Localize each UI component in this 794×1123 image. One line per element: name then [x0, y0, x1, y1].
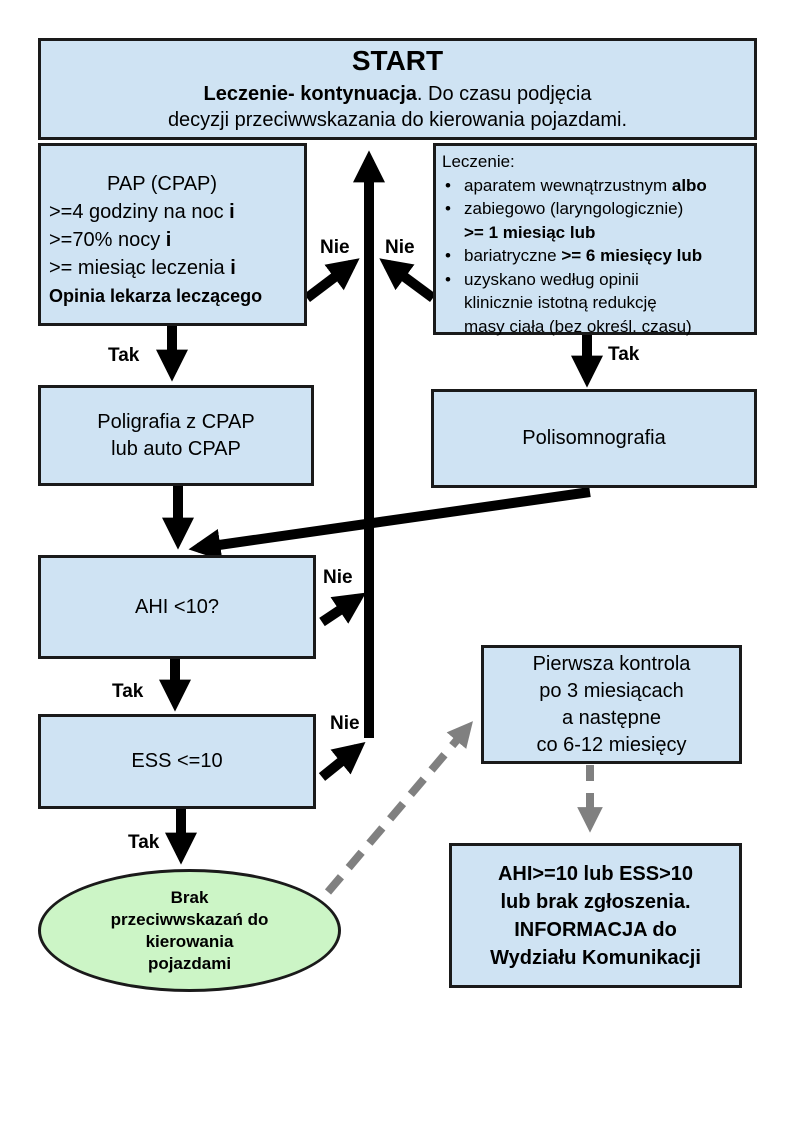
treatment-item-surgical: zabiegowo (laryngologicznie) >= 1 miesiąc… — [442, 197, 754, 244]
info-line3: INFORMACJA do — [514, 918, 677, 941]
pap-box: PAP (CPAP) >=4 godziny na noc i >=70% no… — [38, 143, 307, 326]
start-box: START Leczenie- kontynuacja. Do czasu po… — [38, 38, 757, 140]
notify-department-box: AHI>=10 lub ESS>10 lub brak zgłoszenia. … — [449, 843, 742, 988]
treatment-list: aparatem wewnątrzustnym albo zabiegowo (… — [442, 174, 754, 339]
control-line2: po 3 miesiącach — [539, 679, 684, 702]
pap-line2-and: i — [229, 201, 235, 223]
treatment-item-oral-bold: albo — [671, 175, 707, 195]
pap-line2-text: >=4 godziny na noc — [49, 201, 230, 223]
oval-line4: pojazdami — [147, 953, 232, 973]
start-line2: decyzji przeciwwskazania do kierowania p… — [167, 109, 628, 131]
start-title: START — [351, 45, 444, 76]
polygraphy-box: Poligrafia z CPAP lub auto CPAP — [38, 385, 314, 486]
treatment-yes-label: Tak — [608, 344, 640, 365]
ahi-box: AHI <10? — [38, 555, 316, 659]
control-line1: Pierwsza kontrola — [532, 652, 691, 675]
treatment-item-surgical-bold: >= 1 miesiąc lub — [464, 222, 596, 242]
oval-line3: kierowania — [145, 931, 234, 951]
pap-line4: >= miesiąc leczenia i — [49, 254, 304, 282]
control-line3: a następne — [562, 706, 661, 729]
treatment-item-weight-line3: masy ciała (bez określ. czasu) — [464, 316, 692, 336]
polygraphy-line1: Poligrafia z CPAP — [97, 410, 255, 433]
treatment-header: Leczenie: — [442, 152, 515, 171]
treatment-item-weight-line1: uzyskano według opinii — [464, 269, 639, 289]
ahi-yes-label: Tak — [112, 681, 144, 702]
polygraphy-line2: lub auto CPAP — [111, 437, 241, 460]
pap-no-label: Nie — [320, 237, 350, 258]
ahi-no-label: Nie — [323, 567, 353, 588]
treatment-box: Leczenie: aparatem wewnątrzustnym albo z… — [433, 143, 757, 336]
ess-no-arrow — [318, 741, 366, 781]
start-line1-rest: . Do czasu podjęcia — [416, 83, 592, 105]
pap-line1: PAP (CPAP) — [107, 173, 218, 195]
treatment-item-bariatric-text: bariatryczne — [464, 246, 562, 265]
treatment-item-oral-text: aparatem wewnątrzustnym — [464, 175, 672, 195]
pap-yes-label: Tak — [108, 345, 140, 366]
oval-to-control-dashed-arrow — [324, 721, 473, 895]
treatment-item-bariatric-bold: >= 6 miesięcy lub — [561, 246, 703, 265]
ess-box: ESS <=10 — [38, 714, 316, 809]
ess-yes-label: Tak — [128, 832, 160, 853]
oval-line2: przeciwwskazań do — [110, 909, 269, 929]
psg-to-ahi-arrow — [188, 487, 591, 561]
pap-line4-text: >= miesiąc leczenia — [49, 257, 231, 279]
pap-no-arrow — [303, 258, 360, 302]
info-line4: Wydziału Komunikacji — [490, 946, 701, 969]
start-line1: Leczenie- kontynuacja. Do czasu podjęcia — [204, 81, 592, 107]
no-contraindications-oval: Brak przeciwwskazań do kierowania pojazd… — [38, 869, 341, 992]
polysomnography-box: Polisomnografia — [431, 389, 757, 488]
oval-line1: Brak — [170, 887, 209, 907]
pap-line3: >=70% nocy i — [49, 226, 304, 254]
treatment-item-weight: uzyskano według opinii klinicznie istotn… — [442, 268, 754, 339]
treatment-item-bariatric: bariatryczne >= 6 miesięcy lub — [442, 244, 754, 268]
pap-line2: >=4 godziny na noc i — [49, 198, 304, 226]
polysomnography-label: Polisomnografia — [522, 427, 666, 449]
ahi-no-arrow — [319, 592, 366, 627]
treatment-item-surgical-text: zabiegowo (laryngologicznie) — [464, 199, 684, 218]
treatment-no-arrow — [379, 258, 436, 303]
pap-line5: Opinia lekarza leczącego — [49, 282, 304, 310]
treatment-no-label: Nie — [385, 237, 415, 258]
pap-line3-and: i — [165, 229, 172, 251]
start-line1-bold: Leczenie- kontynuacja — [203, 83, 417, 105]
pap-line3-text: >=70% nocy — [49, 229, 166, 251]
ess-no-label: Nie — [330, 713, 360, 734]
ess-label: ESS <=10 — [131, 750, 223, 772]
control-line4: co 6-12 miesięcy — [536, 733, 687, 756]
treatment-item-weight-line2: klinicznie istotną redukcję — [464, 293, 657, 312]
treatment-item-oral: aparatem wewnątrzustnym albo — [442, 174, 754, 198]
pap-line5-bold: Opinia lekarza leczącego — [49, 286, 263, 306]
info-line1: AHI>=10 lub ESS>10 — [497, 862, 694, 885]
pap-line4-and: i — [230, 257, 236, 279]
ahi-label: AHI <10? — [135, 595, 219, 618]
followup-control-box: Pierwsza kontrola po 3 miesiącach a nast… — [481, 645, 742, 764]
info-line2: lub brak zgłoszenia. — [500, 890, 691, 913]
